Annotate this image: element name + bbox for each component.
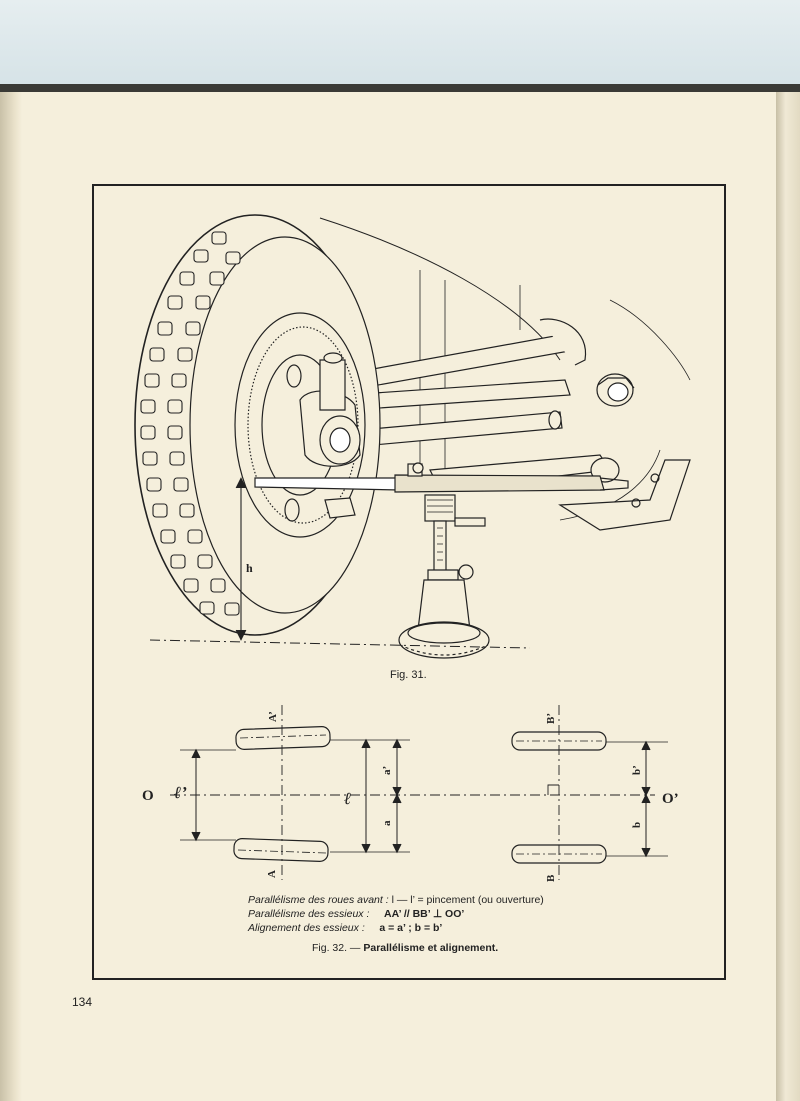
- page-spine: [0, 92, 22, 1101]
- fig32-caption: Fig. 32. — Parallélisme et alignement.: [312, 942, 498, 954]
- label-B: B: [545, 874, 557, 882]
- legend-formula: AA’ // BB’ ⊥ OO’: [383, 908, 465, 920]
- fig32-diagram: [170, 705, 668, 880]
- bolt-right: [596, 373, 635, 407]
- jack-stand: [398, 494, 490, 659]
- label-l: ℓ: [344, 789, 351, 808]
- label-l-prime: ℓ’: [174, 783, 187, 802]
- label-A: A: [266, 870, 278, 878]
- wheel-hub: [299, 352, 361, 519]
- background-strip: [0, 0, 800, 84]
- page-right-edge: [776, 92, 800, 1101]
- fig32-legend: Parallélisme des roues avant : l — l’ = …: [248, 893, 544, 935]
- label-a-prime: a’: [381, 766, 393, 775]
- label-B-prime: B’: [545, 713, 557, 724]
- fig32-caption-prefix: Fig. 32. —: [312, 942, 361, 954]
- legend-row: Parallélisme des roues avant : l — l’ = …: [248, 893, 544, 907]
- fig31-drawing: [134, 214, 691, 659]
- legend-formula: a = a’ ; b = b’: [379, 922, 443, 934]
- label-O: O: [142, 788, 154, 804]
- legend-label: Parallélisme des roues avant :: [248, 894, 389, 906]
- legend-row: Parallélisme des essieux : AA’ // BB’ ⊥ …: [248, 907, 544, 921]
- fig31-caption: Fig. 31.: [390, 669, 427, 681]
- label-b: b: [631, 822, 643, 828]
- label-a: a: [381, 820, 393, 826]
- book-page: [8, 92, 778, 1101]
- legend-formula: l — l’ = pincement (ou ouverture): [391, 894, 544, 906]
- measuring-bar: [254, 462, 629, 493]
- figure-frame: [92, 184, 726, 980]
- legend-row: Alignement des essieux : a = a’ ; b = b’: [248, 921, 544, 935]
- legend-label: Alignement des essieux :: [248, 922, 365, 934]
- height-label: h: [246, 561, 253, 575]
- page-number: 134: [72, 995, 93, 1009]
- label-b-prime: b’: [631, 765, 643, 775]
- fig32-caption-title: Parallélisme et alignement.: [363, 942, 499, 954]
- label-A-prime: A’: [267, 711, 279, 722]
- legend-label: Parallélisme des essieux :: [248, 908, 370, 920]
- label-O-prime: O’: [662, 791, 679, 807]
- tread-blocks: [140, 231, 241, 616]
